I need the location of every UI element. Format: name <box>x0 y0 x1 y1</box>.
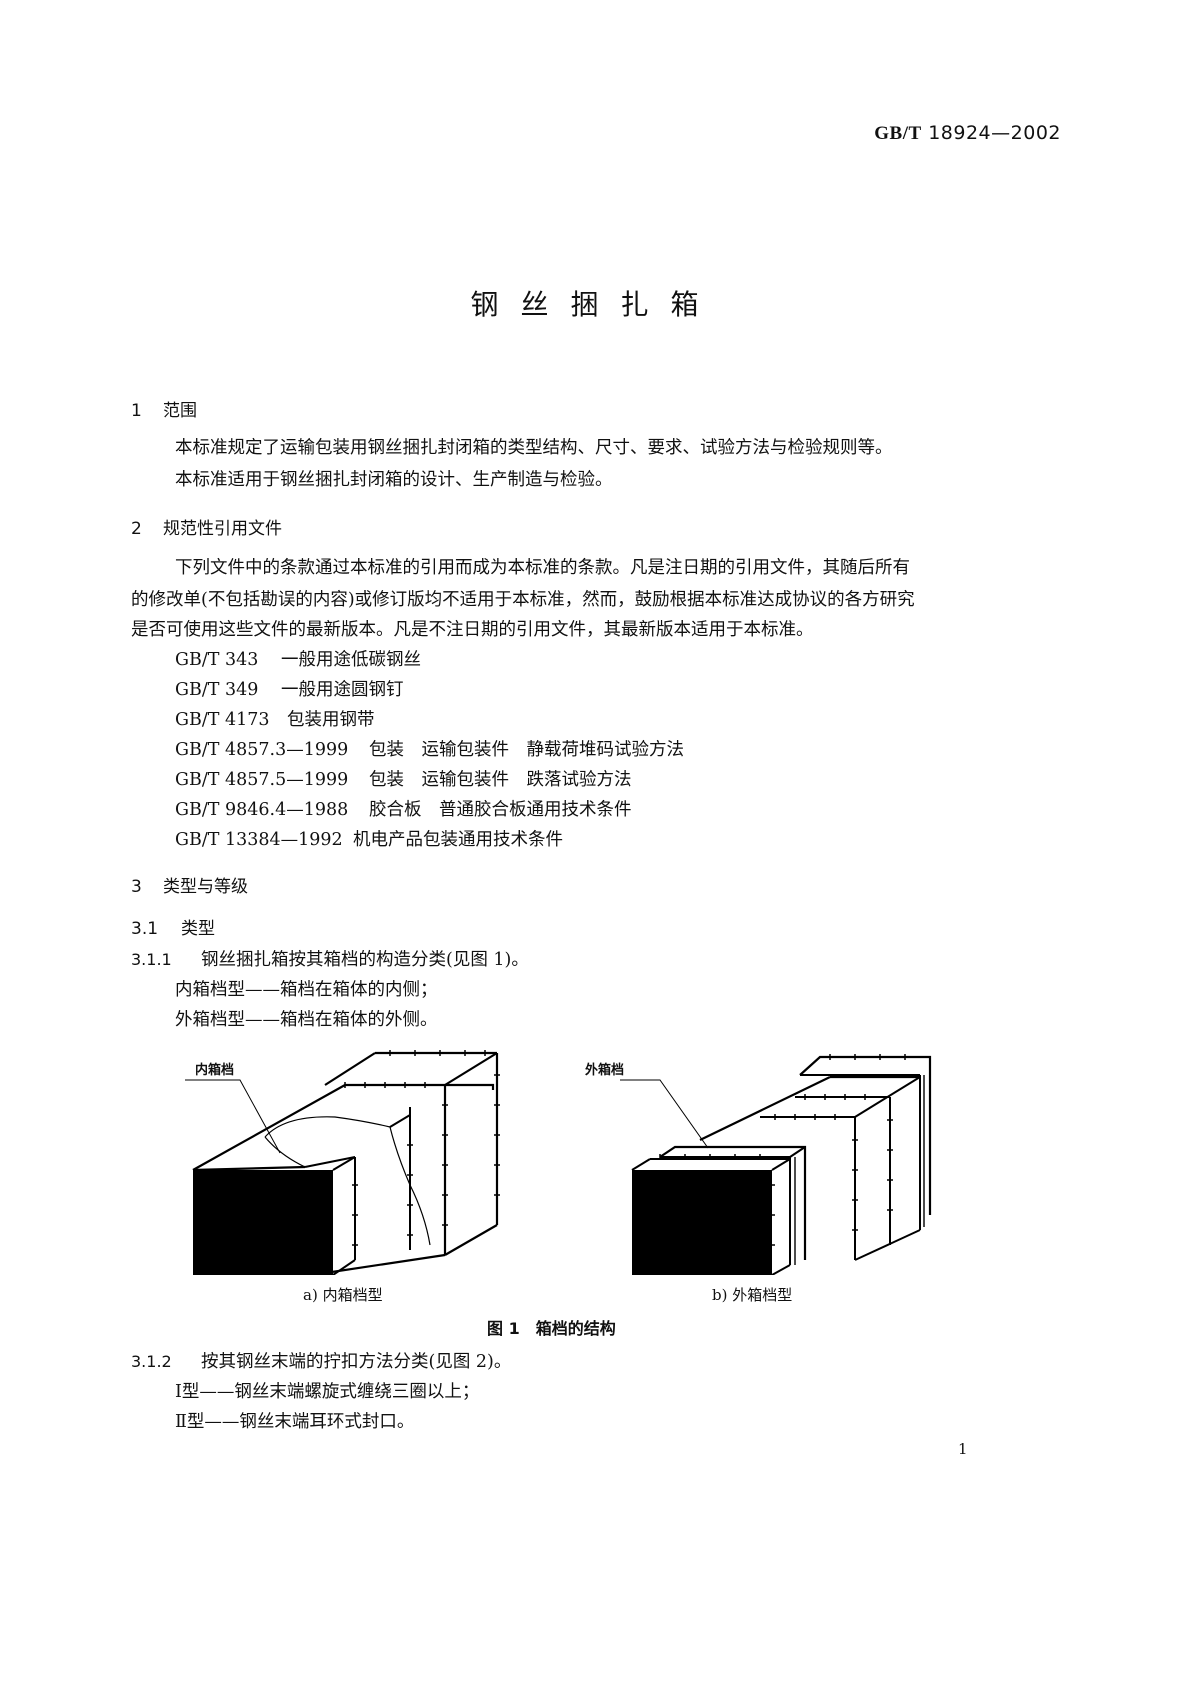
reference-title: 包装 运输包装件 静载荷堆码试验方法 <box>369 740 684 760</box>
reference-item: GB/T 4857.5—1999 包装 运输包装件 跌落试验方法 <box>175 766 632 791</box>
figure-1b-caption: b) 外箱档型 <box>712 1286 793 1304</box>
clause-text: 按其钢丝末端的拧扣方法分类(见图 2)。 <box>201 1352 512 1372</box>
section-2-intro-line: 是否可使用这些文件的最新版本。凡是不注日期的引用文件，其最新版本适用于本标准。 <box>131 620 814 640</box>
reference-code: GB/T 9846.4—1988 <box>175 800 349 820</box>
section-title: 类型 <box>181 919 215 939</box>
section-1-heading: 1 范围 <box>131 396 197 421</box>
section-3-heading: 3 类型与等级 <box>131 872 248 897</box>
reference-code: GB/T 13384—1992 <box>175 830 343 850</box>
clause-item: Ⅰ型——钢丝末端螺旋式缠绕三圈以上； <box>175 1382 480 1402</box>
inner-brace-label: 内箱档 <box>195 1063 235 1078</box>
clause-item: 外箱档型——箱档在箱体的外侧。 <box>175 1010 438 1030</box>
reference-title: 一般用途低碳钢丝 <box>281 650 421 670</box>
reference-item: GB/T 349 一般用途圆钢钉 <box>175 676 404 701</box>
reference-code: GB/T 343 <box>175 650 259 670</box>
clause-text: 钢丝捆扎箱按其箱档的构造分类(见图 1)。 <box>201 950 529 970</box>
figure-1a-inner-brace-box: 内箱档 <box>185 1045 525 1276</box>
section-3-1-heading: 3.1 类型 <box>131 914 215 939</box>
page-number: 1 <box>958 1440 968 1458</box>
section-number: 3.1 <box>131 919 159 939</box>
section-title: 类型与等级 <box>163 877 248 897</box>
section-2-heading: 2 规范性引用文件 <box>131 514 282 539</box>
reference-code: GB/T 4173 <box>175 710 270 730</box>
reference-item: GB/T 13384—1992 机电产品包装通用技术条件 <box>175 826 563 851</box>
clause-number: 3.1.1 <box>131 950 172 969</box>
reference-code: GB/T 4857.5—1999 <box>175 770 349 790</box>
reference-title: 胶合板 普通胶合板通用技术条件 <box>369 800 632 820</box>
section-1-paragraph: 本标准适用于钢丝捆扎封闭箱的设计、生产制造与检验。 <box>175 470 613 490</box>
clause-item: Ⅱ型——钢丝末端耳环式封口。 <box>175 1412 415 1432</box>
figure-1b-outer-brace-box: 外箱档 <box>585 1045 960 1276</box>
figure-1-caption: 图 1 箱档的结构 <box>487 1319 616 1338</box>
clause-item: 内箱档型——箱档在箱体的内侧； <box>175 980 438 1000</box>
clause-3-1-2: 3.1.2 按其钢丝末端的拧扣方法分类(见图 2)。 <box>131 1346 1061 1378</box>
reference-item: GB/T 4173 包装用钢带 <box>175 706 375 731</box>
reference-title: 一般用途圆钢钉 <box>281 680 404 700</box>
section-2-intro-line: 下列文件中的条款通过本标准的引用而成为本标准的条款。凡是注日期的引用文件，其随后… <box>175 558 910 578</box>
section-2-intro-line: 的修改单(不包括勘误的内容)或修订版均不适用于本标准，然而，鼓励根据本标准达成协… <box>131 590 915 610</box>
reference-item: GB/T 9846.4—1988 胶合板 普通胶合板通用技术条件 <box>175 796 632 821</box>
figure-1a-caption: a) 内箱档型 <box>303 1286 383 1304</box>
reference-title: 包装 运输包装件 跌落试验方法 <box>369 770 632 790</box>
reference-code: GB/T 349 <box>175 680 259 700</box>
reference-item: GB/T 4857.3—1999 包装 运输包装件 静载荷堆码试验方法 <box>175 736 684 761</box>
box-drawing-icon <box>590 1054 932 1276</box>
section-title: 规范性引用文件 <box>163 519 282 539</box>
clause-number: 3.1.2 <box>131 1352 172 1371</box>
standard-code: GB/T 18924—2002 <box>874 122 1061 145</box>
document-title: 钢丝捆扎箱 <box>470 288 721 321</box>
standard-prefix: GB/T <box>874 123 922 144</box>
reference-code: GB/T 4857.3—1999 <box>175 740 349 760</box>
section-number: 2 <box>131 519 142 539</box>
outer-brace-label: 外箱档 <box>585 1063 625 1078</box>
section-title: 范围 <box>163 401 197 421</box>
section-number: 3 <box>131 877 142 897</box>
section-number: 1 <box>131 401 142 421</box>
clause-3-1-1: 3.1.1 钢丝捆扎箱按其箱档的构造分类(见图 1)。 <box>131 944 1061 976</box>
box-drawing-icon <box>185 1050 500 1276</box>
reference-title: 机电产品包装通用技术条件 <box>353 830 563 850</box>
section-1-paragraph: 本标准规定了运输包装用钢丝捆扎封闭箱的类型结构、尺寸、要求、试验方法与检验规则等… <box>175 438 893 458</box>
standard-number: 18924—2002 <box>928 122 1061 144</box>
reference-title: 包装用钢带 <box>287 710 375 730</box>
reference-item: GB/T 343 一般用途低碳钢丝 <box>175 646 421 671</box>
